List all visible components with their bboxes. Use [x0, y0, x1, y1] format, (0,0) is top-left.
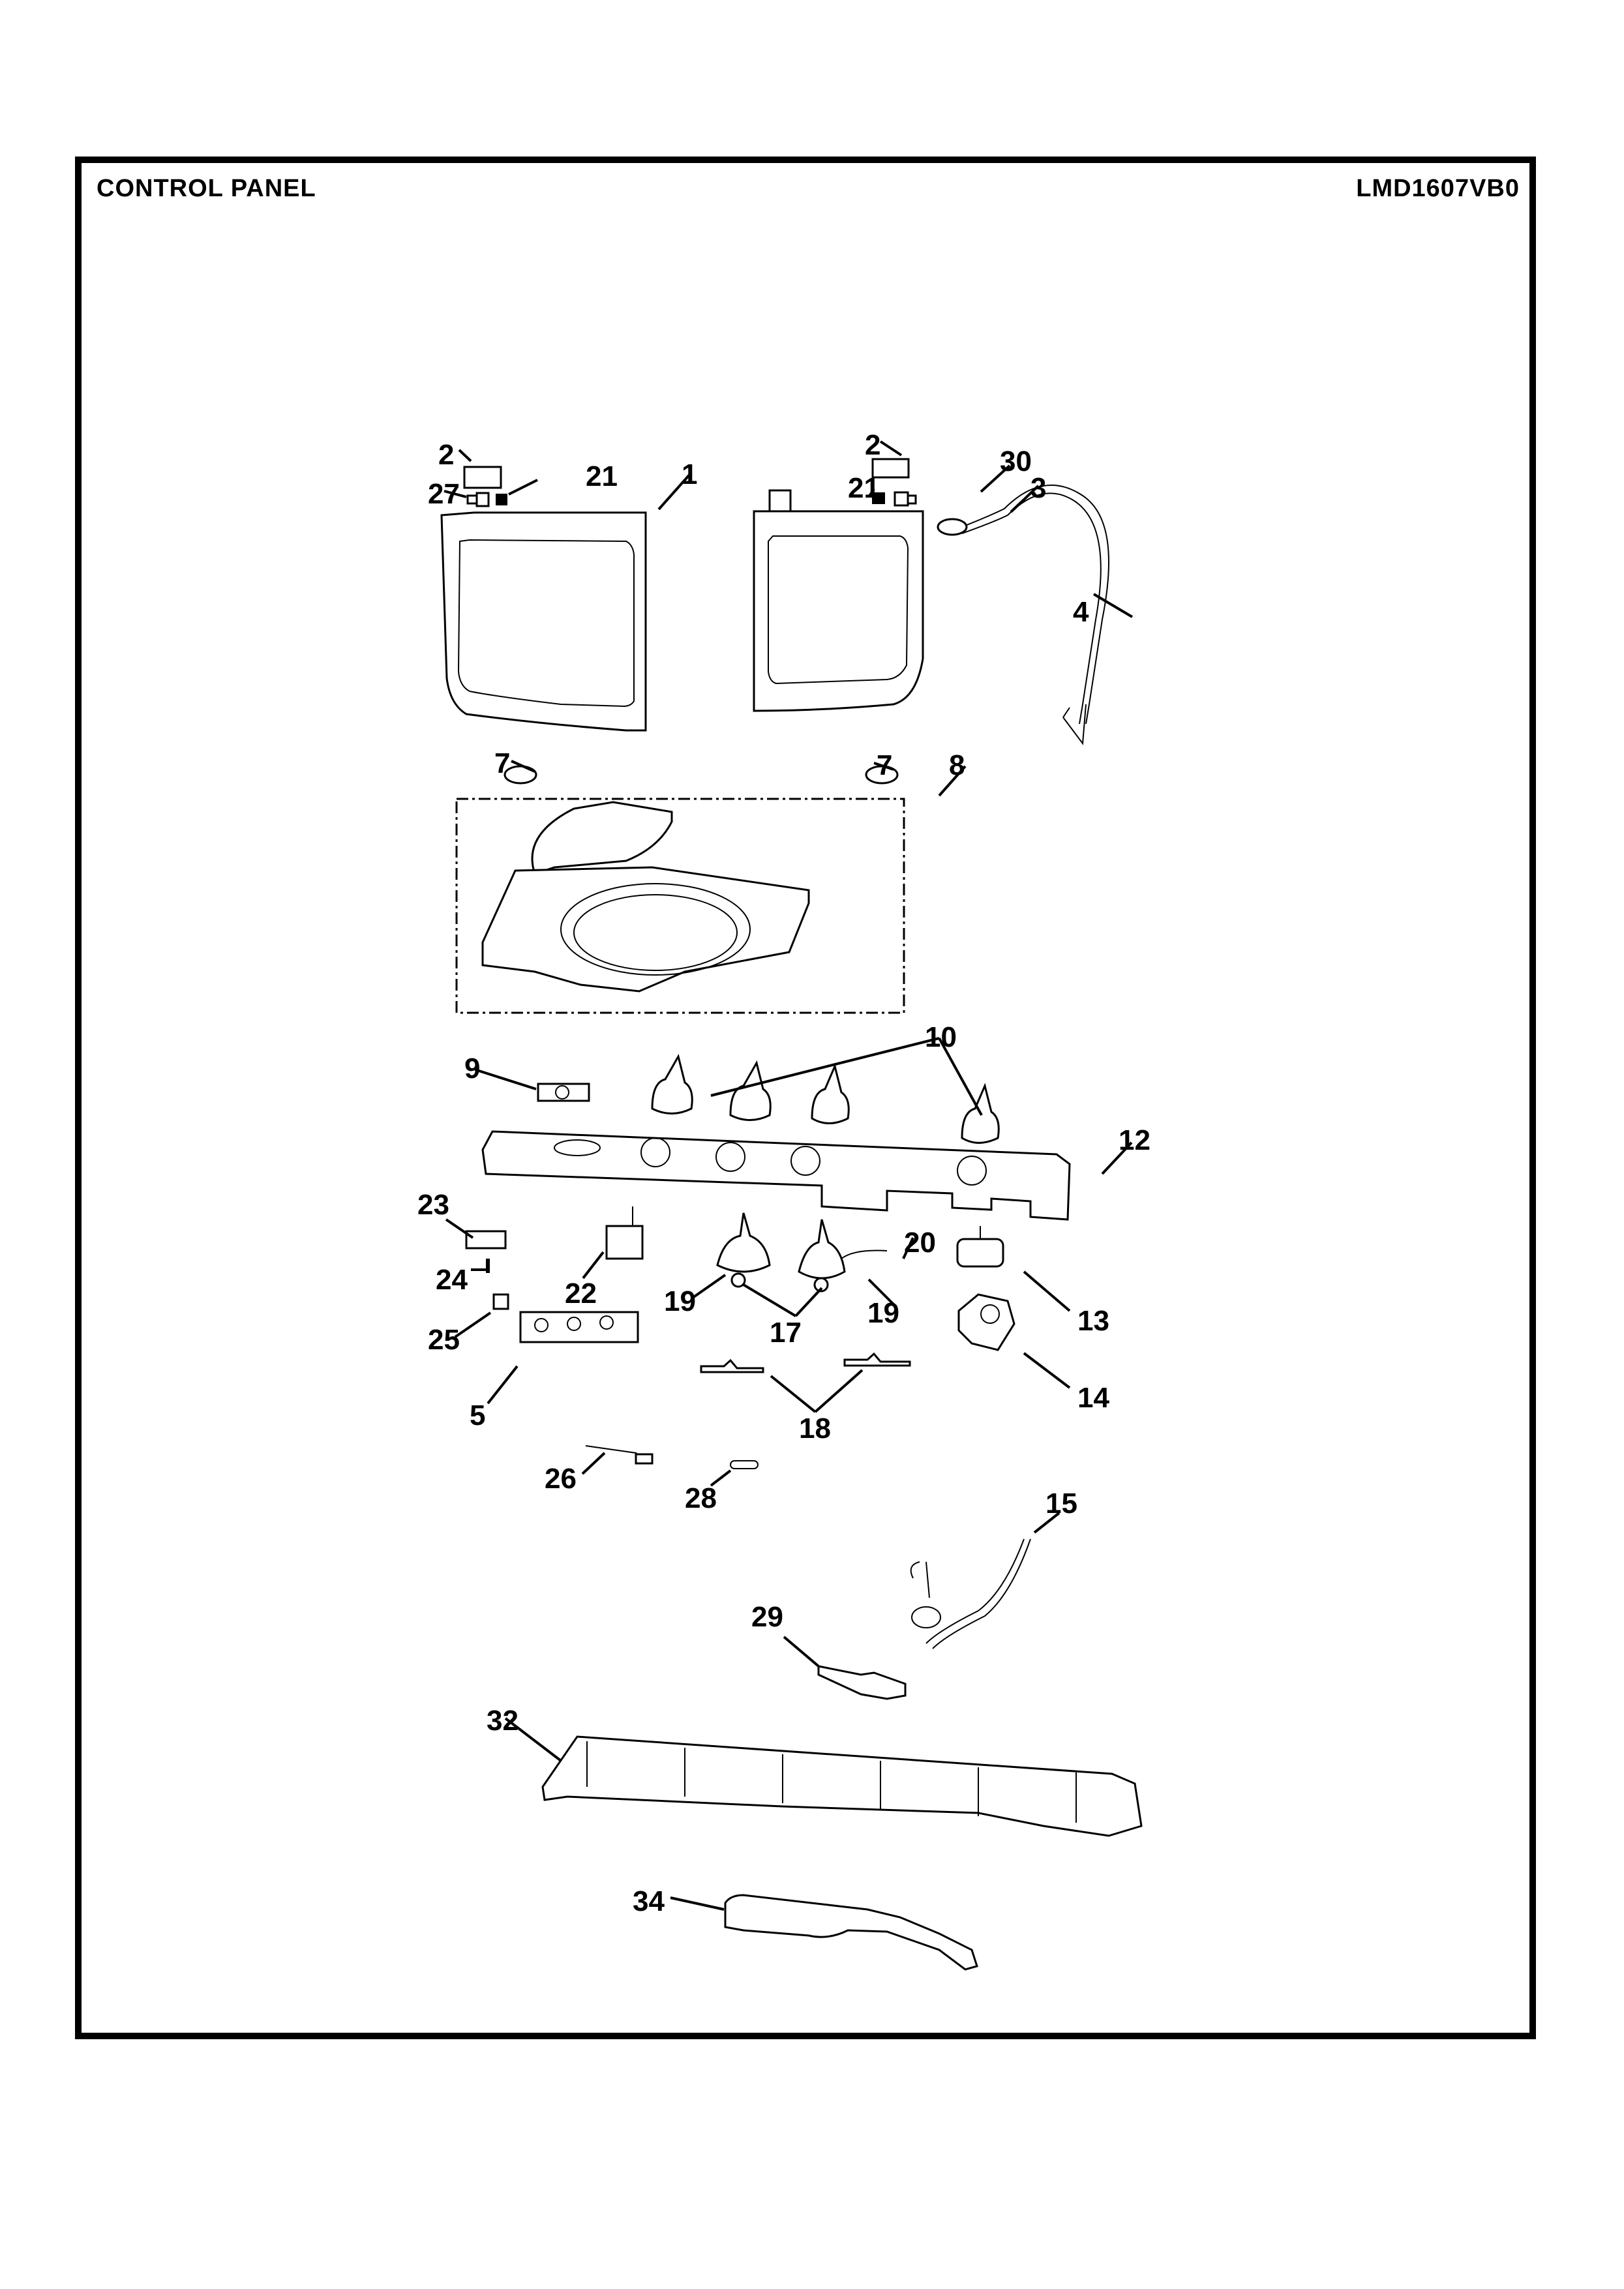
callout-25: 25 [428, 1324, 460, 1356]
part-control-panel[interactable] [481, 1130, 1071, 1221]
diagram-frame [75, 157, 1536, 2039]
part-clip-left[interactable] [700, 1358, 764, 1373]
callout-30: 30 [1000, 445, 1032, 477]
callout-28: 28 [685, 1482, 717, 1514]
part-screw-right[interactable] [872, 492, 885, 504]
part-lid-left[interactable] [440, 511, 647, 732]
part-badge[interactable] [537, 1083, 590, 1102]
callout-23: 23 [417, 1189, 449, 1221]
callout-26: 26 [545, 1463, 577, 1495]
callout-7-right: 7 [877, 749, 892, 781]
part-hinge-27-a [466, 494, 478, 505]
callout-7-left: 7 [494, 747, 510, 779]
part-hinge-30[interactable] [894, 491, 909, 507]
model-number: LMD1607VB0 [1356, 175, 1520, 202]
callout-2-right: 2 [865, 429, 880, 461]
part-lid-right[interactable] [753, 489, 924, 712]
callout-2-left: 2 [438, 439, 454, 471]
part-sensor-29[interactable] [817, 1665, 907, 1700]
part-lever-26[interactable] [585, 1445, 654, 1465]
callout-24: 24 [436, 1264, 468, 1296]
part-pin-24[interactable] [486, 1259, 490, 1273]
callout-14: 14 [1077, 1382, 1109, 1414]
assembly-8-boundary [455, 798, 905, 1014]
callout-4: 4 [1073, 596, 1089, 628]
part-hinge-27[interactable] [475, 492, 490, 507]
part-hose[interactable] [937, 485, 1109, 745]
part-switch-23[interactable] [465, 1230, 507, 1249]
callout-27: 27 [428, 478, 460, 510]
part-top-cover[interactable] [481, 801, 810, 993]
callout-19-right: 19 [867, 1297, 899, 1329]
part-hinge-30-b [907, 494, 917, 505]
lid-right-latch-grid [768, 489, 792, 513]
callout-9: 9 [464, 1053, 480, 1085]
part-wire-harness[interactable] [910, 1538, 1031, 1649]
callout-19-left: 19 [664, 1285, 696, 1317]
callout-15: 15 [1045, 1488, 1077, 1519]
callout-21-left: 21 [586, 460, 618, 492]
part-screw-left[interactable] [496, 494, 507, 505]
callout-3: 3 [1030, 472, 1046, 504]
callout-5: 5 [470, 1399, 485, 1431]
part-actuator-25[interactable] [492, 1293, 509, 1310]
leader-lines [444, 440, 1134, 1911]
callout-10: 10 [925, 1021, 957, 1053]
part-washer-right[interactable] [813, 1277, 829, 1293]
part-switch-block[interactable] [519, 1311, 639, 1343]
part-back-panel[interactable] [541, 1735, 1143, 1837]
callout-32: 32 [487, 1705, 519, 1737]
callout-21-right: 21 [848, 472, 880, 504]
part-washer-left[interactable] [730, 1272, 746, 1288]
callout-22: 22 [565, 1278, 597, 1309]
part-motor-13[interactable] [956, 1226, 1004, 1268]
callout-12: 12 [1119, 1124, 1150, 1156]
callout-8: 8 [949, 749, 965, 781]
part-timer-14[interactable] [957, 1293, 1015, 1351]
callout-1: 1 [682, 458, 697, 490]
part-knobs[interactable] [651, 1054, 1000, 1144]
callout-17: 17 [770, 1317, 802, 1349]
part-selector-right[interactable] [798, 1219, 888, 1279]
part-trim-left[interactable] [463, 466, 502, 489]
part-timer-22[interactable] [605, 1206, 644, 1260]
callout-18: 18 [799, 1413, 831, 1444]
section-title: CONTROL PANEL [97, 175, 316, 202]
callout-29: 29 [751, 1601, 783, 1633]
part-clip-right[interactable] [843, 1352, 911, 1367]
part-trim-right[interactable] [871, 458, 910, 479]
part-bracket[interactable] [724, 1894, 978, 1971]
part-spring-28[interactable] [730, 1460, 759, 1469]
badge-logo-icon [555, 1085, 569, 1100]
callout-34: 34 [633, 1885, 665, 1917]
callout-20: 20 [904, 1227, 936, 1259]
callout-13: 13 [1077, 1305, 1109, 1337]
part-selector-left[interactable] [716, 1212, 771, 1273]
